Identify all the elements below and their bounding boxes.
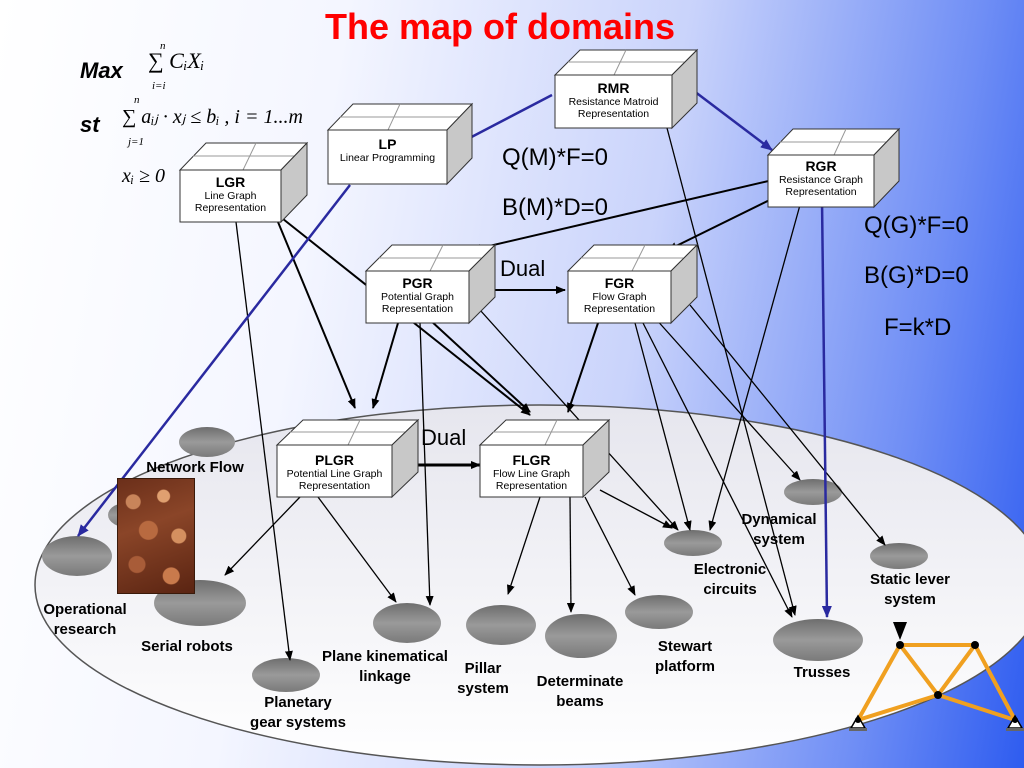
max-label: Max [80, 58, 123, 83]
box-pgr [364, 243, 497, 325]
graph-equation-3: F=k*D [884, 314, 952, 341]
nonneg-formula: xᵢ ≥ 0 [122, 165, 166, 187]
box-fgr [566, 243, 699, 325]
domain-static-lever: Static lever system [869, 571, 951, 608]
domain-dynamical-system: Dynamical system [741, 511, 817, 548]
domain-network-flow: Network Flow [146, 459, 244, 476]
domain-trusses: Trusses [793, 664, 851, 681]
node-trusses [773, 619, 863, 661]
box-rgr [766, 127, 901, 209]
box-plgr [275, 418, 420, 499]
domain-operational-research: Operational research [43, 601, 127, 638]
matroid-equation-1: Q(M)*F=0 [502, 144, 609, 171]
box-rmr [553, 48, 699, 130]
box-lgr [178, 141, 309, 224]
page-title: The map of domains [324, 6, 676, 47]
node-planetary-gear [252, 658, 320, 692]
domain-serial-robots: Serial robots [141, 638, 233, 655]
truss-figure [849, 622, 1024, 731]
domain-electronic-circuits: Electronic circuits [693, 561, 767, 598]
node-static-lever [870, 543, 928, 569]
domain-pillar-system: Pillar system [457, 660, 509, 697]
box-lp [326, 102, 474, 186]
st-label: st [80, 112, 100, 137]
connectors [224, 127, 886, 661]
node-electronic-circuits [664, 530, 722, 556]
node-determinate-beams [545, 614, 617, 658]
node-stewart-platform [625, 595, 693, 629]
matroid-equation-2: B(M)*D=0 [502, 194, 609, 221]
coins-photo [117, 478, 195, 594]
blue-connectors [77, 87, 832, 618]
node-pillar-system [466, 605, 536, 645]
dual-label-bottom: Dual [421, 425, 467, 450]
node-operational-research [42, 536, 112, 576]
graph-equation-1: Q(G)*F=0 [864, 212, 969, 239]
graph-equation-2: B(G)*D=0 [864, 262, 969, 289]
domain-plane-linkage: Plane kinematical linkage [322, 648, 448, 685]
domain-determinate-beams: Determinate beams [536, 673, 624, 710]
box-flgr [478, 418, 611, 499]
node-plane-linkage [373, 603, 441, 643]
domain-planetary-gear: Planetary gear systems [250, 694, 346, 731]
node-network-flow-top [179, 427, 235, 457]
domain-stewart-platform: Stewart platform [655, 638, 715, 675]
dual-label-top: Dual [500, 256, 546, 281]
node-dynamical-system [784, 479, 842, 505]
